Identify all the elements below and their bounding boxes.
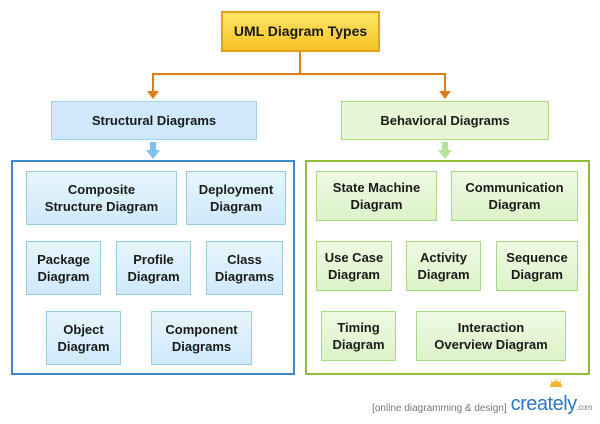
- behavioral-item-timing: Timing Diagram: [321, 311, 396, 361]
- structural-heading: Structural Diagrams: [51, 101, 257, 140]
- creately-logo[interactable]: creately.com: [510, 379, 593, 416]
- root-connector: [152, 52, 446, 96]
- brand-tagline: [online diagramming & design]: [372, 403, 507, 414]
- creately-branding[interactable]: [online diagramming & design] creately.c…: [372, 379, 593, 416]
- structural-item-composite-structure: Composite Structure Diagram: [26, 171, 177, 225]
- behavioral-down-arrow: [438, 150, 452, 159]
- behavioral-item-sequence: Sequence Diagram: [496, 241, 578, 291]
- sun-icon: [549, 379, 562, 387]
- structural-item-class: Class Diagrams: [206, 241, 283, 295]
- behavioral-item-state-machine: State Machine Diagram: [316, 171, 437, 221]
- behavioral-item-activity: Activity Diagram: [406, 241, 481, 291]
- structural-item-deployment: Deployment Diagram: [186, 171, 286, 225]
- arrow-to-behavioral: [439, 91, 451, 99]
- behavioral-heading: Behavioral Diagrams: [341, 101, 549, 140]
- root-node: UML Diagram Types: [221, 11, 380, 52]
- behavioral-item-communication: Communication Diagram: [451, 171, 578, 221]
- structural-item-object: Object Diagram: [46, 311, 121, 365]
- brand-name: creately: [510, 393, 578, 415]
- structural-item-package: Package Diagram: [26, 241, 101, 295]
- structural-group: [11, 160, 295, 375]
- structural-item-component: Component Diagrams: [151, 311, 252, 365]
- behavioral-item-use-case: Use Case Diagram: [316, 241, 392, 291]
- behavioral-group: [305, 160, 590, 375]
- arrow-to-structural: [147, 91, 159, 99]
- structural-item-profile: Profile Diagram: [116, 241, 191, 295]
- behavioral-item-interaction-overview: Interaction Overview Diagram: [416, 311, 566, 361]
- brand-suffix: .com: [576, 403, 593, 412]
- structural-down-arrow: [146, 150, 160, 159]
